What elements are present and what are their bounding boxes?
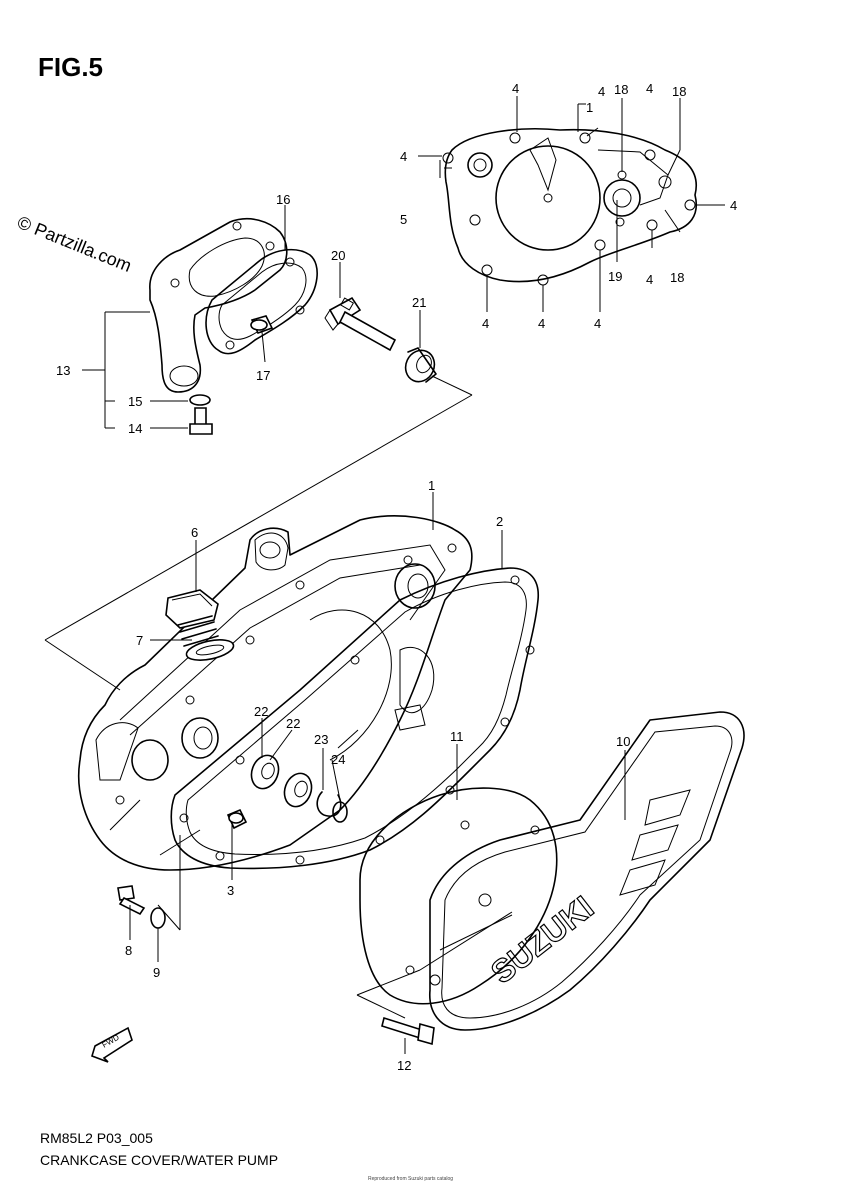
callout-19: 19 — [608, 269, 622, 284]
callout-4: 4 — [594, 316, 601, 331]
impeller-shaft-20 — [324, 296, 397, 352]
fwd-arrow-icon: FWD — [91, 1026, 133, 1063]
leader-lines-pump — [44, 205, 473, 691]
callout-4: 4 — [512, 81, 519, 96]
fine-print: Reproduced from Suzuki parts catalog — [368, 1176, 454, 1182]
callout-20: 20 — [331, 248, 345, 263]
clutch-cover-5 — [439, 128, 697, 286]
callout-18: 18 — [670, 270, 684, 285]
callout-1: 1 — [428, 478, 435, 493]
figure-title: FIG.5 — [38, 52, 104, 82]
circlip-23 — [316, 791, 342, 817]
callout-22: 22 — [254, 704, 268, 719]
callout-24: 24 — [331, 752, 345, 767]
bolt-14 — [189, 407, 213, 435]
callout-18: 18 — [614, 82, 628, 97]
o-ring-7 — [177, 615, 235, 661]
callout-4: 4 — [730, 198, 737, 213]
callout-17: 17 — [256, 368, 270, 383]
leader-lines-top — [418, 96, 725, 312]
callout-4: 4 — [400, 149, 407, 164]
crankcase-cover-1 — [77, 515, 473, 871]
model-code: RM85L2 P03_005 — [40, 1130, 153, 1146]
callout-21: 21 — [412, 295, 426, 310]
callout-11: 11 — [450, 729, 464, 744]
callout-numbers: 4 4 1 4 18 4 18 4 5 19 4 18 4 4 4 16 20 … — [56, 81, 737, 1073]
callout-4: 4 — [598, 84, 605, 99]
callout-15: 15 — [128, 394, 142, 409]
callout-4: 4 — [646, 272, 653, 287]
callout-4: 4 — [482, 316, 489, 331]
oil-seal-21 — [404, 347, 437, 383]
callout-2: 2 — [496, 514, 503, 529]
callout-13: 13 — [56, 363, 70, 378]
washer-15 — [189, 394, 211, 406]
callout-1: 1 — [586, 100, 593, 115]
callout-18: 18 — [672, 84, 686, 99]
o-ring-24 — [332, 801, 348, 823]
callout-7: 7 — [136, 633, 143, 648]
callout-16: 16 — [276, 192, 290, 207]
bearing-22 — [250, 754, 313, 808]
bolt-12 — [381, 1016, 435, 1046]
leader-lines-bottom — [129, 492, 626, 1054]
diagram-caption: CRANKCASE COVER/WATER PUMP — [40, 1152, 279, 1168]
callout-4: 4 — [538, 316, 545, 331]
callout-4: 4 — [646, 81, 653, 96]
magneto-cover-10: SUZUKI — [429, 711, 745, 1031]
suzuki-logo: SUZUKI — [484, 889, 600, 991]
callout-8: 8 — [125, 943, 132, 958]
water-pump-case-13 — [149, 217, 288, 393]
gasket-11 — [359, 787, 558, 1005]
gasket-16 — [205, 248, 318, 355]
dowel-pin-3 — [226, 808, 248, 830]
callout-6: 6 — [191, 525, 198, 540]
callout-23: 23 — [314, 732, 328, 747]
callout-22: 22 — [286, 716, 300, 731]
dowel-pin-17 — [250, 315, 274, 334]
callout-12: 12 — [397, 1058, 411, 1073]
callout-9: 9 — [153, 965, 160, 980]
callout-5: 5 — [400, 212, 407, 227]
callout-10: 10 — [616, 734, 630, 749]
callout-3: 3 — [227, 883, 234, 898]
callout-14: 14 — [128, 421, 142, 436]
gasket-2 — [170, 567, 539, 870]
bolt-8 — [117, 885, 146, 916]
